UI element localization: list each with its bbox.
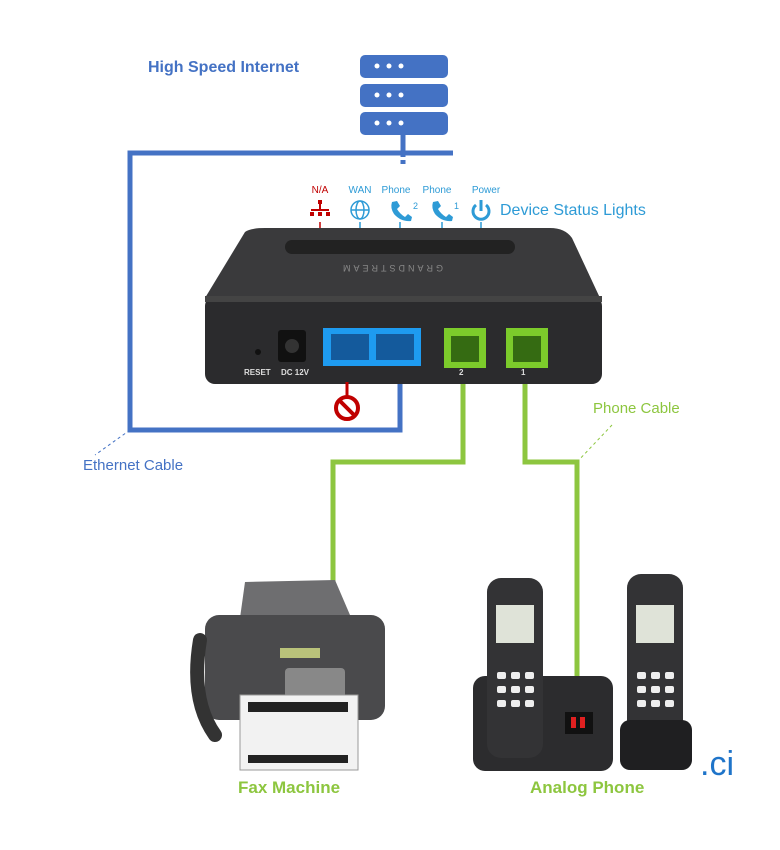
power-icon [471, 200, 491, 221]
phone-icon [391, 201, 412, 222]
reset-label: RESET [244, 368, 271, 377]
port2-label: 2 [459, 368, 464, 377]
phone-cable-label: Phone Cable [593, 400, 680, 417]
server-icon [360, 55, 448, 153]
fax-machine-image [190, 580, 385, 771]
status-lights-label: Device Status Lights [500, 202, 646, 219]
dc-label: DC 12V [281, 368, 310, 377]
analog-phone-image [473, 574, 692, 771]
status-label-phone1: Phone [422, 185, 452, 196]
status-icons [310, 200, 491, 222]
network-icon [310, 200, 330, 216]
analog-phone-label: Analog Phone [530, 778, 645, 797]
brand-label: GRANDSTREAM [340, 263, 444, 273]
status-label-power: Power [471, 185, 501, 196]
ethernet-cable-label: Ethernet Cable [83, 457, 184, 474]
status-label-wan: WAN [348, 185, 372, 196]
watermark-text: .ci [700, 745, 734, 783]
fax-machine-label: Fax Machine [238, 778, 341, 797]
phone-cable-phone [522, 382, 580, 680]
status-label-phone2: Phone [381, 185, 411, 196]
phone-cable-fax [330, 382, 466, 582]
router-device [205, 228, 602, 384]
port1-label: 1 [521, 368, 526, 377]
phone1-sub: 1 [454, 201, 460, 211]
phone-icon [432, 201, 453, 222]
internet-label: High Speed Internet [148, 59, 300, 76]
globe-icon [350, 200, 370, 220]
status-label-na: N/A [311, 185, 329, 196]
disabled-port-icon [334, 382, 360, 421]
phone2-sub: 2 [413, 201, 419, 211]
